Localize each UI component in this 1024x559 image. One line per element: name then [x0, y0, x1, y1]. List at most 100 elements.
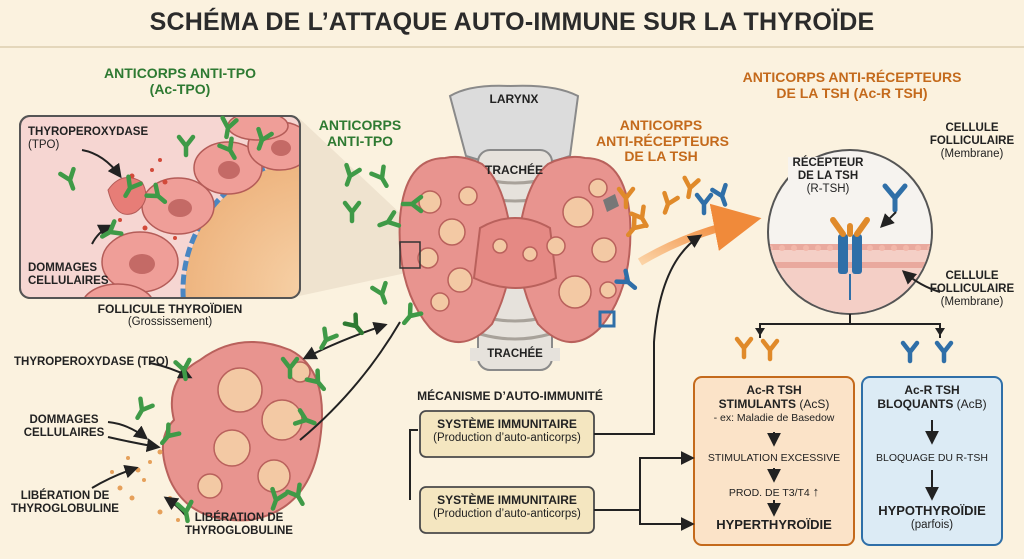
- antibody-icon: [734, 336, 754, 360]
- antibody-icon: [220, 115, 239, 140]
- cell-label-top: CELLULE FOLLICULAIRE (Membrane): [922, 122, 1022, 161]
- stimulating-step2-text: PROD. DE T3/T4: [728, 487, 810, 499]
- blocking-title-rest: (AcB): [953, 396, 987, 411]
- immune-box-2-text: SYSTÈME IMMUNITAIRE (Production d’auto-a…: [420, 493, 594, 521]
- stimulating-box-header: Ac-R TSH STIMULANTS (AcS) - ex: Maladie …: [694, 383, 854, 424]
- antibody-icon: [270, 486, 288, 511]
- release-label-b-line1: LIBÉRATION DE: [194, 512, 284, 524]
- antibody-icon: [175, 499, 194, 524]
- antibody-icon: [370, 280, 388, 305]
- stimulating-step2: PROD. DE T3/T4 ↑: [694, 484, 854, 500]
- stimulating-title-rest: (AcS): [795, 396, 830, 411]
- stimulating-result: HYPERTHYROÏDIE: [716, 517, 832, 532]
- antibody-icon: [694, 192, 714, 216]
- trachea-label-bottom: TRACHÉE: [470, 348, 560, 361]
- receptor-label-line1: RÉCEPTEUR: [792, 157, 864, 169]
- anti-receptor-header-line2: DE LA TSH (Ac-R TSH): [776, 84, 928, 101]
- antibody-icon: [400, 194, 424, 214]
- tpo-label-lower: THYROPEROXYDASE (TPO): [14, 356, 169, 368]
- receptor-label-line2: DE LA TSH: [797, 169, 859, 182]
- antibody-icon: [292, 408, 317, 426]
- antibody-icon: [176, 134, 196, 158]
- antibody-icon: [682, 175, 701, 200]
- cell-label-top-line2: FOLLICULAIRE: [929, 134, 1015, 147]
- release-label-b-line2: THYROGLOBULINE: [185, 524, 293, 537]
- release-label-a: LIBÉRATION DE THYROGLOBULINE: [10, 490, 120, 516]
- antibody-icon: [123, 174, 143, 199]
- trachea-label-top: TRACHÉE: [484, 163, 543, 177]
- follicle-zoom-panel: [19, 115, 420, 299]
- antibody-icon: [217, 136, 237, 161]
- anti-receptor-header-line1: ANTICORPS ANTI-RÉCEPTEURS: [742, 69, 962, 85]
- stimulating-example: - ex: Maladie de Basedow: [713, 411, 835, 424]
- immune-box-2-sub: (Production d’auto-anticorps): [433, 507, 581, 520]
- anti-receptor-center-label: ANTICORPS ANTI-RÉCEPTEURS DE LA TSH: [596, 117, 730, 165]
- antibody-icon: [625, 214, 648, 238]
- antibody-icon: [614, 268, 638, 291]
- antibody-icon: [369, 164, 389, 189]
- orange-arrow: [637, 203, 762, 266]
- page-title: SCHÉMA DE L’ATTAQUE AUTO-IMMUNE SUR LA T…: [149, 8, 875, 36]
- anti-receptor-header: ANTICORPS ANTI-RÉCEPTEURS DE LA TSH (Ac-…: [712, 69, 992, 101]
- damaged-follicle: [110, 341, 323, 522]
- blocking-result-sub: (parfois): [910, 518, 954, 531]
- anti-receptor-center-line2: ANTI-RÉCEPTEURS: [596, 132, 730, 149]
- cell-label-top-line3: (Membrane): [940, 147, 1004, 160]
- cell-label-bottom-line3: (Membrane): [940, 295, 1004, 308]
- receptor-label-line3: (R-TSH): [806, 182, 850, 195]
- cell-label-bottom: CELLULE FOLLICULAIRE (Membrane): [922, 270, 1022, 309]
- follicle-caption: FOLLICULE THYROÏDIEN (Grossissement): [40, 302, 300, 329]
- larynx-label: LARYNX: [489, 92, 539, 106]
- anti-tpo-header-line2: (Ac-TPO): [149, 80, 211, 97]
- antibody-icon: [900, 340, 920, 364]
- anti-tpo-center-label: ANTICORPS ANTI-TPO: [300, 117, 420, 149]
- antibody-icon: [401, 302, 424, 326]
- antibody-icon: [99, 219, 124, 239]
- antibody-icon: [135, 396, 155, 421]
- anti-receptor-center-line3: DE LA TSH: [624, 148, 698, 165]
- up-arrow-icon: ↑: [812, 484, 820, 499]
- zoom-cone: [299, 118, 420, 296]
- immune-box-1-title: SYSTÈME IMMUNITAIRE: [437, 417, 577, 431]
- blocking-result: HYPOTHYROÏDIE (parfois): [862, 503, 1002, 532]
- blocking-title-bold: BLOQUANTS: [877, 396, 954, 411]
- immune-box-1-text: SYSTÈME IMMUNITAIRE (Production d’auto-a…: [420, 417, 594, 445]
- damage-label-lower-line1: DOMMAGES: [29, 414, 99, 426]
- follicle-caption-line1: FOLLICULE THYROÏDIEN: [97, 302, 243, 316]
- stimulating-title-line1: Ac-R TSH: [746, 383, 802, 397]
- cell-label-bottom-line2: FOLLICULAIRE: [929, 282, 1015, 295]
- title-divider: [0, 46, 1024, 48]
- antibody-icon: [285, 482, 305, 507]
- antibody-icon: [710, 182, 728, 207]
- antibody-icon: [616, 186, 636, 210]
- anti-receptor-center-line1: ANTICORPS: [619, 117, 703, 133]
- stimulating-step1: STIMULATION EXCESSIVE: [707, 452, 841, 464]
- antibody-icon: [319, 326, 339, 351]
- antibody-icon: [342, 312, 365, 336]
- anti-tpo-center-line1: ANTICORPS: [318, 117, 402, 133]
- damage-label-top: DOMMAGES CELLULAIRES: [28, 262, 109, 288]
- antibody-icons: [58, 115, 954, 524]
- blocking-box: [861, 376, 1003, 546]
- cell-label-bottom-line1: CELLULE: [945, 270, 999, 282]
- immune-to-thyroid-arrow: [594, 234, 703, 435]
- follicle-caption-line2: (Grossissement): [127, 316, 213, 329]
- damage-label-lower: DOMMAGES CELLULAIRES: [14, 414, 114, 440]
- antibody-icon: [934, 340, 954, 364]
- anti-tpo-header: ANTICORPS ANTI-TPO (Ac-TPO): [60, 65, 300, 97]
- tpo-label: THYROPEROXYDASE (TPO): [28, 126, 148, 152]
- blocking-step1: BLOQUAGE DU R-TSH: [875, 452, 988, 464]
- blocking-box-header: Ac-R TSH BLOQUANTS (AcB): [862, 383, 1002, 412]
- antibody-icon: [280, 356, 300, 380]
- antibody-icon: [256, 126, 274, 151]
- antibody-icon: [344, 162, 362, 187]
- antibody-icon: [377, 210, 402, 228]
- antibody-icon: [342, 200, 362, 224]
- antibody-icon: [304, 368, 327, 392]
- stimulating-title-bold: STIMULANTS: [718, 396, 796, 411]
- release-label-a-line1: LIBÉRATION DE: [20, 490, 110, 502]
- tpo-label-line1: THYROPEROXYDASE: [28, 126, 149, 138]
- thyroid-gland: [398, 84, 632, 371]
